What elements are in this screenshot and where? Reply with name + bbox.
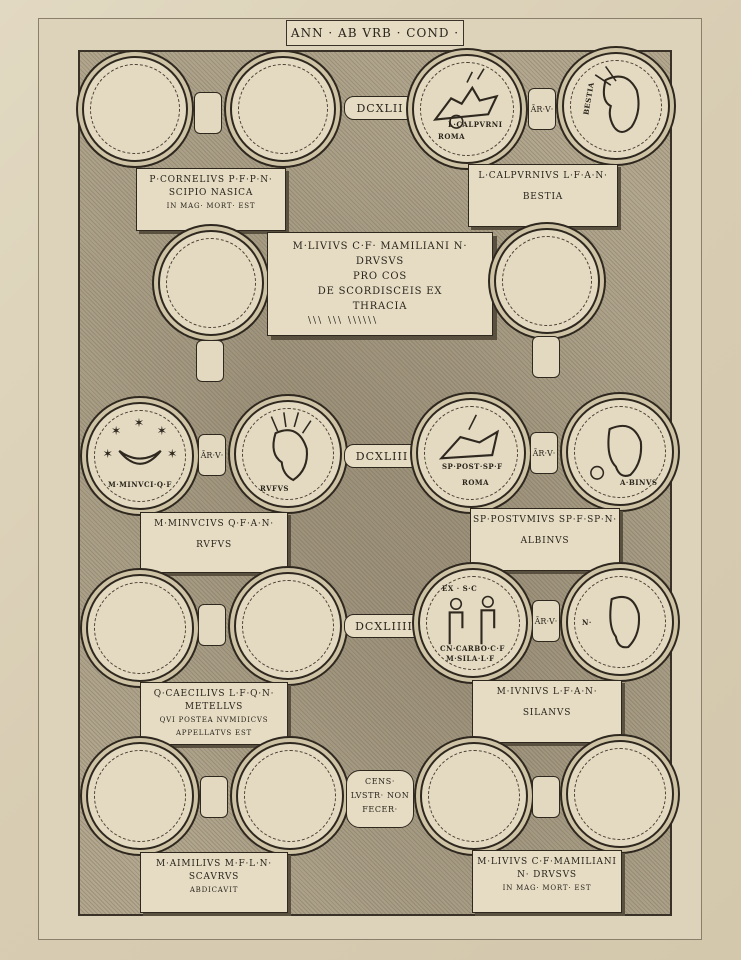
rider-icon [438, 414, 500, 460]
coin-legend-postumi: SP·POST·SP·F [442, 462, 503, 471]
coin-legend-albinus: A·BINVS [620, 478, 658, 487]
label-calpurnius: L·CALPVRNIVS L·F·A·N·BESTIA [468, 164, 618, 227]
connector-r4-right: ĀR·V· [532, 600, 560, 642]
connector-r1-right: ĀR·V· [528, 88, 556, 130]
coin-silanus-head: N· [566, 568, 674, 676]
coin-blank-r5-1 [86, 742, 194, 850]
label-livius-drusus: M·LIVIVS C·F· MAMILIANI N· DRVSVS PRO CO… [267, 232, 493, 336]
coin-legend-roma-2: ROMA [462, 478, 490, 487]
year-dcxlii: DCXLII [344, 96, 416, 120]
connector-r5-left [200, 776, 228, 818]
plate-header: ANN · AB VRB · COND · [286, 20, 464, 46]
coin-carbo-seated: EX · S·C CN·CARBO·C·F M·SILA·L·F [418, 568, 528, 678]
head-icon [609, 595, 641, 649]
coin-legend-carbo: CN·CARBO·C·F [440, 644, 505, 653]
seated-figures-icon [448, 595, 496, 645]
coin-minuci-moon: ✶ ✶ ✶ ✶ ✶ M·MINVCI·Q·F [86, 402, 194, 510]
label-iunius: M·IVNIVS L·F·A·N·SILANVS [472, 680, 622, 743]
year-dcxliiii: DCXLIIII [344, 614, 424, 638]
coin-legend-minuci: M·MINVCI·Q·F [108, 480, 172, 489]
connector-r3-left: ĀR·V· [198, 434, 226, 476]
svg-text:✶: ✶ [111, 423, 121, 438]
coin-bestia-head: BESTIA [562, 52, 670, 160]
year-dcxliii: DCXLIII [344, 444, 420, 468]
label-caecilius: Q·CAECILIVS L·F·Q·N·METELLVS QVI POSTEA … [140, 682, 288, 745]
svg-text:✶: ✶ [103, 446, 113, 461]
connector-r1-left [194, 92, 222, 134]
coin-postumi-rider: SP·POST·SP·F ROMA [416, 398, 526, 508]
connector-r2-right [532, 336, 560, 378]
chariot-icon [432, 68, 499, 129]
helmeted-head-icon [594, 66, 640, 134]
coin-blank-r4-2 [234, 572, 342, 680]
coin-legend-rufus: RVFVS [260, 484, 289, 493]
radiate-head-icon [270, 412, 312, 482]
coin-legend-ex-sc: EX · S·C [442, 584, 478, 593]
connector-r4-left [198, 604, 226, 646]
svg-text:✶: ✶ [134, 415, 144, 430]
coin-calpurni-chariot: L·CALPVRNI ROMA [412, 54, 522, 164]
svg-text:✶: ✶ [167, 446, 177, 461]
crescent-stars-icon: ✶ ✶ ✶ ✶ ✶ [103, 415, 177, 465]
connector-r5-right [532, 776, 560, 818]
coin-blank-r1-1 [82, 56, 188, 162]
coin-blank-r5-4 [566, 740, 674, 848]
coin-albinus-head: A·BINVS [566, 398, 674, 506]
coin-legend-roma: ROMA [438, 132, 466, 141]
coin-blank-r5-3 [420, 742, 528, 850]
connector-r3-right: ĀR·V· [530, 432, 558, 474]
label-postumius: SP·POSTVMIVS SP·F·SP·N·ALBINVS [470, 508, 620, 571]
coin-blank-r4-1 [86, 574, 194, 682]
coin-blank-r2-2 [494, 228, 600, 334]
coin-legend-calpurni: L·CALPVRNI [448, 120, 503, 129]
coin-blank-r5-2 [236, 742, 344, 850]
label-minucius: M·MINVCIVS Q·F·A·N·RVFVS [140, 512, 288, 573]
coin-blank-r2-1 [158, 230, 264, 336]
coin-legend-sila: M·SILA·L·F [446, 654, 495, 663]
connector-r2-left [196, 340, 224, 382]
coin-blank-r1-2 [230, 56, 336, 162]
helmeted-head-icon-2 [590, 424, 643, 480]
svg-text:✶: ✶ [157, 423, 167, 438]
coin-rufus-head: RVFVS [234, 400, 342, 508]
coin-legend-n: N· [582, 618, 592, 627]
